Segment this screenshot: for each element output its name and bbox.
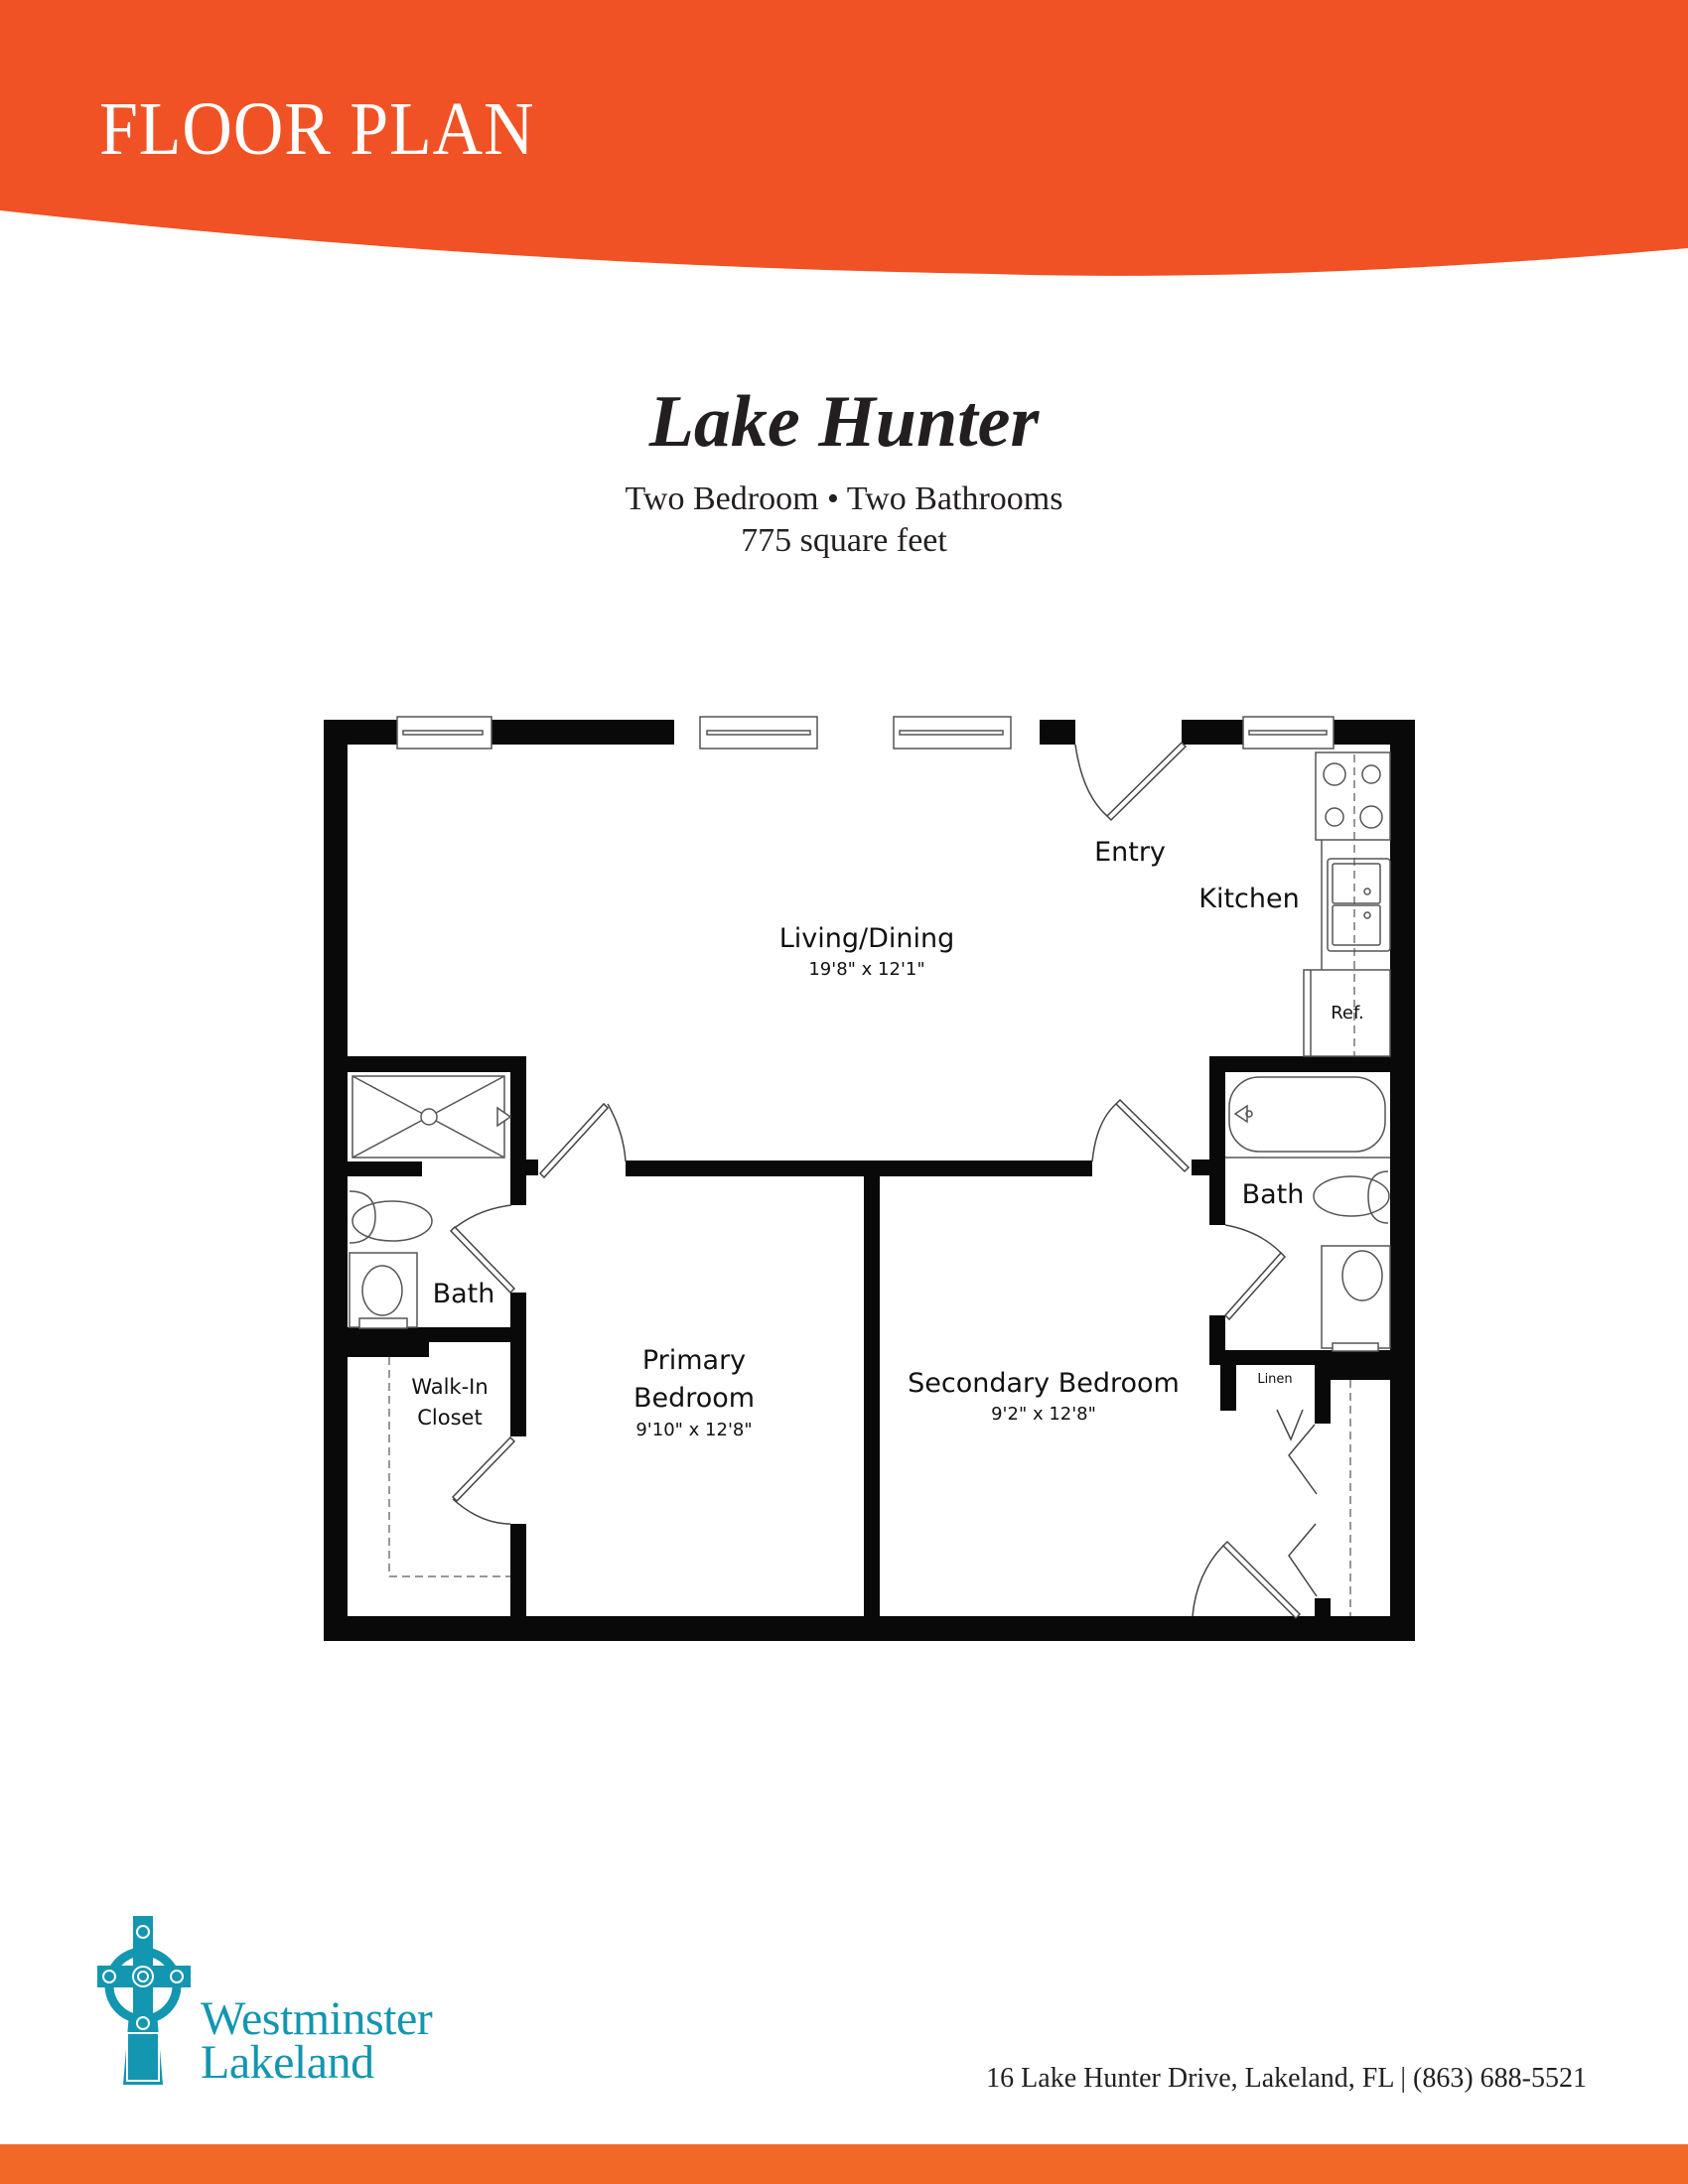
room-walk-in-closet: Walk-In Closet	[411, 1375, 488, 1431]
room-dimensions: 9'2" x 12'8"	[991, 1404, 1096, 1426]
room-living-dining: Living/Dining 19'8" x 12'1"	[779, 923, 955, 981]
secondary-bath-fixtures	[1225, 1076, 1391, 1352]
brand-name: Westminster Lakeland	[201, 1992, 433, 2089]
plan-area: 775 square feet	[741, 522, 947, 559]
closet-shelves	[388, 754, 1355, 1616]
room-name: Bath	[432, 1279, 495, 1309]
room-kitchen: Kitchen	[1198, 884, 1299, 915]
primary-bath-fixtures	[349, 1075, 512, 1329]
header-title: FLOOR PLAN	[99, 87, 535, 171]
room-dimensions: 19'8" x 12'1"	[808, 959, 925, 981]
room-name: Entry	[1094, 837, 1166, 868]
room-primary-bath: Bath	[433, 1279, 495, 1310]
room-secondary-bath: Bath	[1242, 1179, 1305, 1211]
room-name: Secondary Bedroom	[908, 1368, 1180, 1399]
linen-label: Linen	[1257, 1372, 1293, 1387]
room-dimensions: 9'10" x 12'8"	[635, 1419, 753, 1440]
brand-name-line1: Westminster	[201, 1992, 433, 2045]
celtic-cross-icon	[97, 1916, 191, 2085]
walls	[324, 720, 1415, 1641]
plan-name: Lake Hunter	[648, 381, 1040, 463]
plan-subtitle: Two Bedroom • Two Bathrooms	[625, 480, 1063, 517]
room-name-line2: Closet	[417, 1406, 483, 1431]
footer-bar	[0, 2144, 1688, 2184]
kitchen-fixtures	[1303, 751, 1391, 1057]
brand-name-line2: Lakeland	[201, 2036, 374, 2089]
room-name-line1: Primary	[641, 1345, 747, 1376]
room-primary-bedroom: Primary Bedroom 9'10" x 12'8"	[633, 1345, 755, 1440]
footer-address: 16 Lake Hunter Drive, Lakeland, FL | (86…	[986, 2063, 1587, 2094]
room-secondary-bedroom: Secondary Bedroom 9'2" x 12'8"	[908, 1368, 1180, 1426]
room-name-line2: Bedroom	[633, 1383, 756, 1415]
room-name: Bath	[1241, 1179, 1305, 1210]
room-name-line1: Walk-In	[411, 1375, 489, 1399]
room-name: Living/Dining	[778, 923, 955, 954]
room-name: Kitchen	[1198, 884, 1300, 914]
header-banner	[0, 0, 1688, 276]
doors	[449, 741, 1318, 1620]
windows	[396, 716, 1335, 750]
room-entry: Entry	[1094, 837, 1166, 869]
refrigerator-label: Ref.	[1331, 1003, 1364, 1024]
